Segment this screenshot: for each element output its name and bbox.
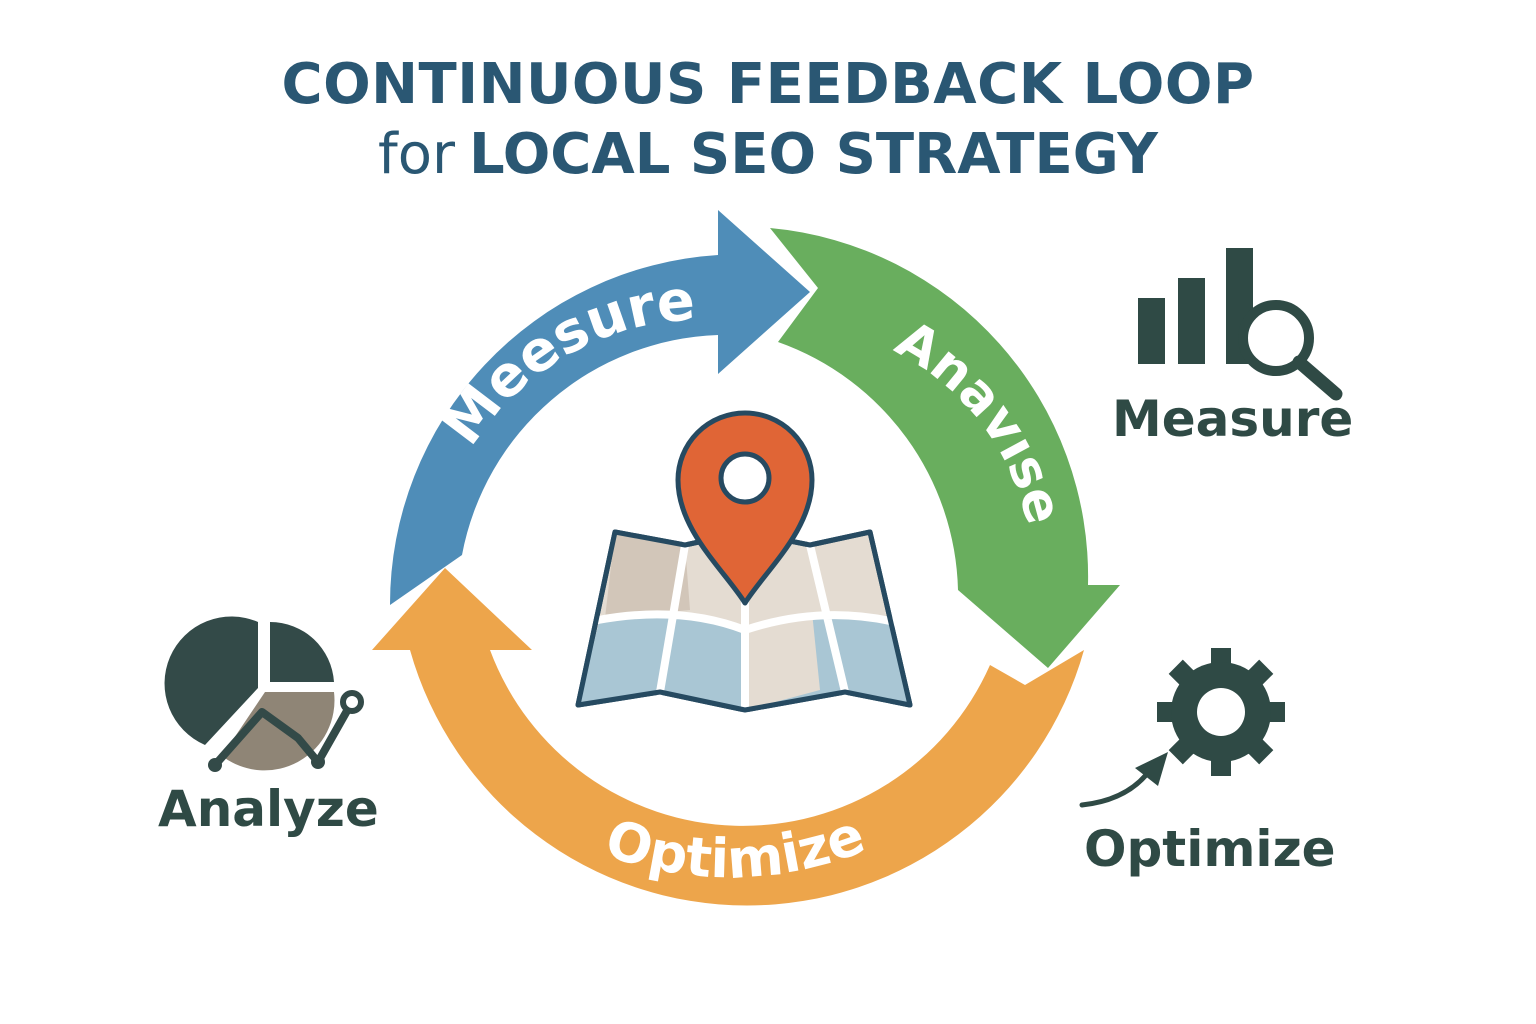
analyze-side-label: Analyze <box>158 780 379 838</box>
analyze-cycle-arrow <box>770 228 1120 668</box>
optimize-cycle-arrow <box>372 568 1084 906</box>
pie-chart-trend-icon <box>164 616 364 772</box>
title-main: LOCAL SEO STRATEGY <box>469 122 1158 187</box>
optimize-side-label: Optimize <box>1084 820 1336 878</box>
gear-arrow-icon <box>1079 648 1285 808</box>
title-prefix: for <box>378 122 455 187</box>
map-icon <box>575 528 913 714</box>
measure-arrow-label: Meesure <box>430 268 698 457</box>
location-pin-icon <box>675 410 815 606</box>
title-line-1: CONTINUOUS FEEDBACK LOOP <box>281 52 1255 117</box>
bar-chart-magnifier-icon <box>1138 248 1343 401</box>
measure-side-label: Measure <box>1112 390 1354 448</box>
measure-cycle-arrow <box>389 210 810 605</box>
